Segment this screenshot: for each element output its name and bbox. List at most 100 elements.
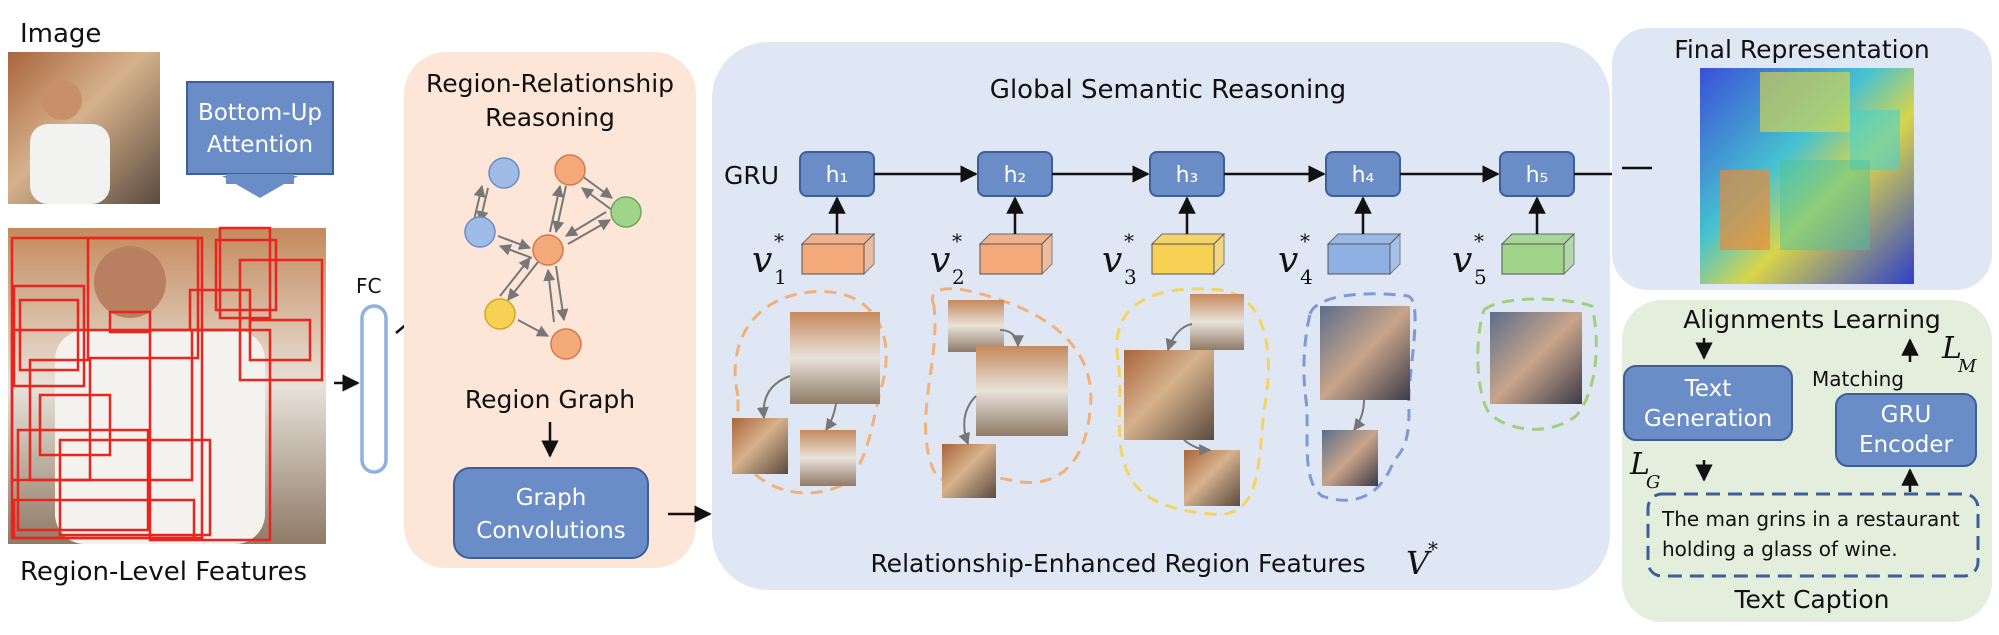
input-image <box>8 52 160 204</box>
region-feature-subscript-3: 3 <box>1124 265 1137 289</box>
region-feature-star-1: * <box>774 229 784 253</box>
group-1-image-b <box>732 418 788 474</box>
gc-line1: Graph <box>516 485 587 511</box>
hidden-state-label-4: h₄ <box>1352 163 1375 188</box>
group-3-image-b <box>1124 350 1214 440</box>
caption-label: Text Caption <box>1733 585 1889 614</box>
gru-label: GRU <box>724 161 779 190</box>
region-groups <box>732 287 1598 516</box>
cube-top-3 <box>1150 233 1226 245</box>
hidden-state-label-1: h₁ <box>826 163 849 188</box>
region-feature-cube-2 <box>979 243 1043 275</box>
hidden-state-label-2: h₂ <box>1004 163 1027 188</box>
caption-line2: holding a glass of wine. <box>1662 537 1898 561</box>
cube-side-2 <box>1041 232 1053 276</box>
group-4-image-a <box>1320 306 1410 400</box>
gru-encoder-line1: GRU <box>1881 402 1932 428</box>
region-feature-symbol-4: v <box>1278 240 1298 281</box>
region-level-label: Region-Level Features <box>20 557 307 587</box>
cube-side-1 <box>863 232 875 276</box>
group-arrows <box>756 323 1366 456</box>
gsr-title: Global Semantic Reasoning <box>990 75 1346 105</box>
group-5-image <box>1490 312 1582 404</box>
final-heatmap-image <box>1700 68 1914 284</box>
region-feature-star-2: * <box>952 229 962 253</box>
reasoning-title-line1: Region-Relationship <box>426 69 674 98</box>
group-2-image-b <box>976 346 1068 436</box>
region-feature-symbol-2: v <box>930 240 950 281</box>
graph-convolutions-box <box>453 467 649 559</box>
region-feature-cube-4 <box>1327 243 1391 275</box>
region-boxes <box>10 226 324 542</box>
cube-top-4 <box>1326 233 1402 245</box>
gsr-panel-fill <box>900 42 1200 590</box>
caption-line1: The man grins in a restaurant <box>1661 507 1960 531</box>
reasoning-title-line2: Reasoning <box>485 103 615 132</box>
group-3-outline <box>1115 287 1270 516</box>
lm-sub: M <box>1957 356 1977 377</box>
region-feature-cube-5 <box>1501 243 1565 275</box>
region-graph <box>473 175 613 337</box>
region-feature-subscript-1: 1 <box>774 265 787 289</box>
group-3-image-a <box>1190 294 1244 350</box>
group-2-outline <box>924 287 1093 484</box>
region-feature-symbol-5: v <box>1452 240 1472 281</box>
gru-encoder-line2: Encoder <box>1859 432 1954 458</box>
group-1-image-a <box>790 312 880 404</box>
caption-box <box>1646 492 1980 578</box>
cube-top-5 <box>1500 233 1576 245</box>
cube-top-2 <box>978 233 1054 245</box>
textgen-line1: Text <box>1684 376 1732 402</box>
matching-label: Matching <box>1812 367 1904 391</box>
region-feature-symbol-3: v <box>1102 240 1122 281</box>
group-1-outline <box>733 289 888 495</box>
region-feature-subscript-2: 2 <box>952 265 965 289</box>
final-title: Final Representation <box>1674 35 1929 64</box>
group-2-image-a <box>948 300 1004 352</box>
region-feature-symbol-1: v <box>752 240 772 281</box>
gru-encoder-box <box>1835 393 1977 467</box>
region-feature-star-5: * <box>1474 229 1484 253</box>
region-feature-star-3: * <box>1124 229 1134 253</box>
lg-base: L <box>1629 447 1650 482</box>
region-feature-cube-3 <box>1151 243 1215 275</box>
region-feature-cube-1 <box>801 243 865 275</box>
image-label: Image <box>20 19 101 49</box>
fc-layer <box>360 304 388 474</box>
group-4-image-b <box>1322 430 1378 486</box>
reasoning-panel <box>404 52 696 568</box>
region-feature-subscript-4: 4 <box>1300 265 1313 289</box>
cube-top-1 <box>800 233 876 245</box>
bottom-up-line1: Bottom-Up <box>198 100 322 126</box>
graph-nodes <box>464 154 642 360</box>
cube-side-5 <box>1563 232 1575 276</box>
lg-sub: G <box>1646 472 1660 493</box>
cube-side-3 <box>1213 232 1225 276</box>
gsr-bottom-label: Relationship-Enhanced Region Features <box>870 549 1365 578</box>
gsr-bottom-symbol: V <box>1406 544 1432 582</box>
region-feature-star-4: * <box>1300 229 1310 253</box>
cube-side-4 <box>1389 232 1401 276</box>
region-graph-label: Region Graph <box>465 385 635 414</box>
region-feature-subscript-5: 5 <box>1474 265 1487 289</box>
group-1-image-c <box>800 430 856 486</box>
hidden-state-label-5: h₅ <box>1526 163 1549 188</box>
fc-label: FC <box>356 274 381 298</box>
group-5-outline <box>1476 297 1598 431</box>
textgen-line2: Generation <box>1644 406 1772 432</box>
bottom-up-attention-box <box>186 81 334 175</box>
gc-line2: Convolutions <box>476 518 625 544</box>
group-4-outline <box>1302 292 1417 502</box>
lm-base: L <box>1941 331 1962 366</box>
region-level-image <box>8 226 326 544</box>
bottom-up-line2: Attention <box>207 132 313 158</box>
group-2-image-c <box>942 444 996 498</box>
text-generation-box <box>1623 365 1793 441</box>
hidden-state-label-3: h₃ <box>1176 163 1199 188</box>
down-arrow-stem <box>226 174 294 184</box>
alignment-title: Alignments Learning <box>1683 305 1941 334</box>
gsr-bottom-star: * <box>1428 537 1438 561</box>
group-3-image-c <box>1184 450 1240 506</box>
